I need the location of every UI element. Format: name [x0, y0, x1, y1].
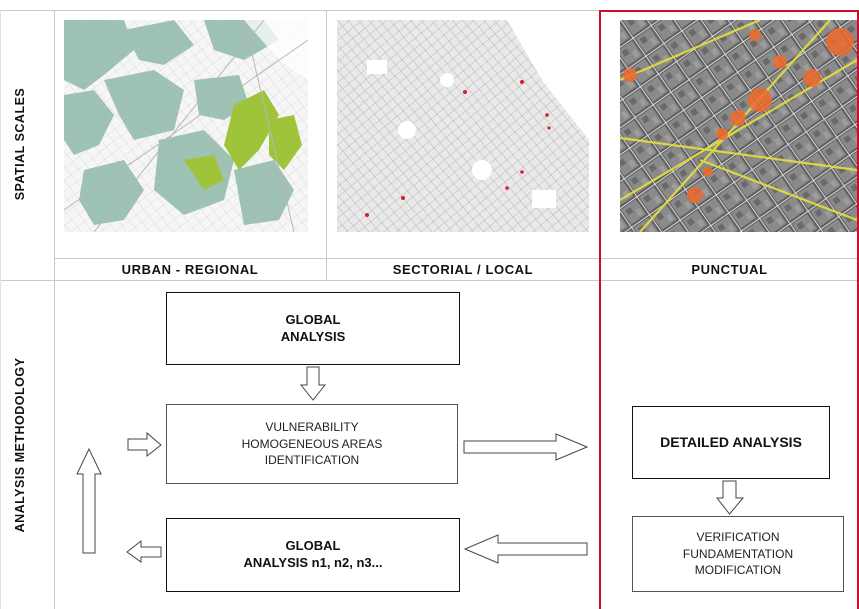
arrow-right-long-icon [463, 433, 589, 461]
arrow-up-icon [76, 447, 102, 554]
grid-line [0, 10, 1, 609]
grid-line [0, 10, 859, 11]
verification-box: VERIFICATION FUNDAMENTATION MODIFICATION [632, 516, 844, 592]
sectorial-local-map [337, 20, 589, 232]
arrow-down-icon [715, 480, 745, 515]
column-title-sectorial-local: SECTORIAL / LOCAL [392, 262, 534, 277]
punctual-highlight-frame [599, 10, 859, 609]
urban-regional-map [64, 20, 308, 232]
analysis-methodology-label: ANALYSIS METHODOLOGY [13, 357, 27, 533]
grid-line [54, 258, 859, 259]
box-line: GLOBAL [285, 311, 341, 327]
box-line: VULNERABILITY [265, 419, 359, 434]
arrow-right-icon [127, 431, 162, 458]
grid-line [0, 280, 859, 281]
box-line: ANALYSIS n1, n2, n3... [243, 555, 383, 570]
box-line: GLOBAL [285, 538, 341, 554]
global-analysis-box: GLOBAL ANALYSIS [166, 292, 460, 365]
box-line: IDENTIFICATION [264, 453, 360, 468]
box-line: ANALYSIS [280, 328, 346, 344]
spatial-scales-label: SPATIAL SCALES [13, 87, 27, 201]
punctual-map [620, 20, 857, 232]
box-line: HOMOGENEOUS AREAS [241, 436, 383, 451]
box-line: MODIFICATION [694, 563, 782, 578]
detailed-analysis-box: DETAILED ANALYSIS [632, 406, 830, 479]
column-title-urban-regional: URBAN - REGIONAL [121, 262, 259, 277]
box-line: FUNDAMENTATION [682, 546, 794, 561]
grid-line [326, 10, 327, 280]
arrow-left-long-icon [463, 534, 588, 564]
vulnerability-box: VULNERABILITY HOMOGENEOUS AREAS IDENTIFI… [166, 404, 458, 484]
column-title-punctual: PUNCTUAL [691, 262, 768, 277]
arrow-left-icon [126, 539, 162, 563]
box-line: DETAILED ANALYSIS [660, 434, 802, 451]
global-analysis-n-box: GLOBAL ANALYSIS n1, n2, n3... [166, 518, 460, 592]
grid-line [54, 10, 55, 609]
arrow-down-icon [299, 366, 327, 401]
box-line: VERIFICATION [696, 529, 780, 544]
